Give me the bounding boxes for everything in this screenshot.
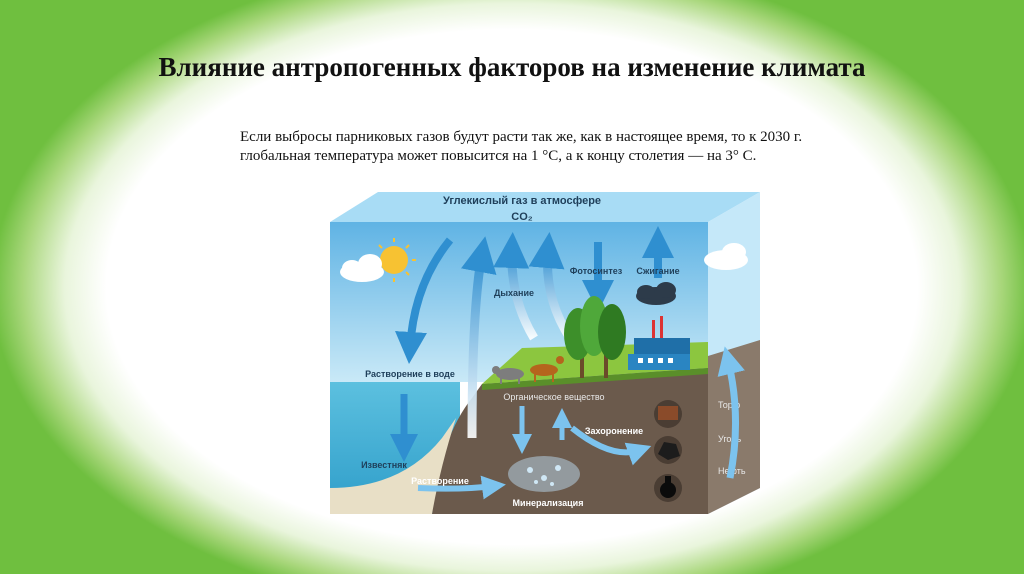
mineralization-area — [508, 456, 580, 492]
box-top-face — [330, 192, 760, 222]
slide-body-text: Если выбросы парниковых газов будут раст… — [240, 128, 900, 166]
label-coal: Уголь — [718, 434, 741, 444]
diagram-header-formula: CO₂ — [511, 211, 533, 223]
trees-icon — [564, 296, 626, 378]
land-surface-strip — [482, 368, 708, 390]
label-photosynthesis: Фотосинтез — [570, 266, 623, 276]
wolf-icon — [492, 366, 524, 384]
coal-icon — [654, 436, 682, 464]
arrow-respiration-2 — [493, 232, 538, 341]
oil-icon — [654, 474, 682, 502]
arrow-burial — [570, 425, 652, 466]
body-line-1: Если выбросы парниковых газов будут раст… — [240, 129, 803, 145]
label-organic-matter: Органическое вещество — [503, 392, 604, 402]
arrow-atmosphere-to-water — [395, 237, 454, 364]
carbon-cycle-diagram: Углекислый газ в атмосфере CO₂ Фотосинте… — [330, 192, 760, 514]
peat-icon — [654, 400, 682, 428]
label-dissolution-in-water: Растворение в воде — [365, 369, 455, 379]
smoke-cloud-icon — [636, 282, 676, 305]
cloud-icon-right — [704, 243, 748, 270]
body-line-2: глобальная температура может повысится н… — [240, 148, 757, 164]
deer-icon — [530, 356, 564, 382]
diagram-header: Углекислый газ в атмосфере — [443, 195, 601, 207]
label-peat: Торф — [718, 400, 741, 410]
label-limestone: Известняк — [361, 460, 407, 470]
label-combustion: Сжигание — [636, 266, 679, 276]
label-respiration: Дыхание — [494, 288, 534, 298]
arrow-respiration-1 — [461, 236, 497, 439]
label-mineralization: Минерализация — [513, 498, 584, 508]
sun-icon — [380, 246, 408, 274]
label-dissolution: Растворение — [411, 476, 469, 486]
arrow-dissolution — [417, 475, 506, 500]
label-burial: Захоронение — [585, 426, 643, 436]
factory-icon — [628, 316, 690, 370]
cloud-icon — [340, 254, 384, 282]
arrow-fossil-up — [717, 346, 745, 479]
mineralization-particles — [527, 465, 561, 486]
slide-title: Влияние антропогенных факторов на измене… — [158, 52, 866, 82]
